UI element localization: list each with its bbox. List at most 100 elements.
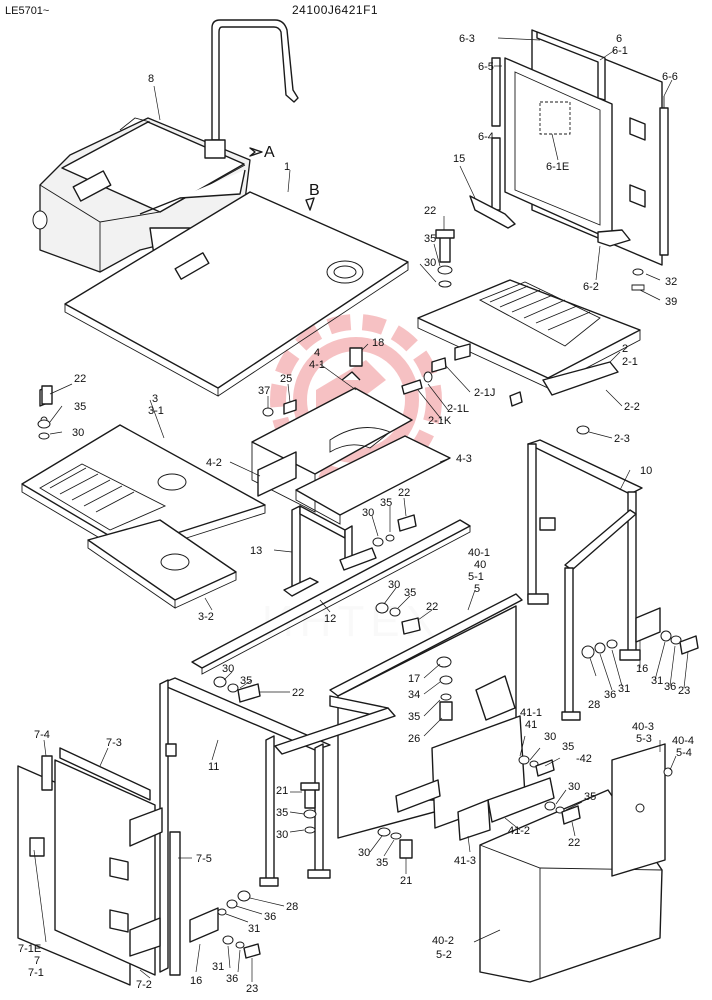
label: 30 bbox=[388, 579, 400, 591]
view-marker-a: A bbox=[264, 144, 275, 161]
label: 23 bbox=[678, 685, 690, 697]
label: 30 bbox=[424, 257, 436, 269]
label: 15 bbox=[453, 153, 465, 165]
label: 7 bbox=[34, 955, 40, 967]
part-4-frame bbox=[251, 347, 451, 525]
label: 35 bbox=[408, 711, 420, 723]
label: 23 bbox=[246, 983, 258, 995]
label: 22 bbox=[292, 687, 304, 699]
label: 40-2 bbox=[432, 935, 454, 947]
label: 36 bbox=[604, 689, 616, 701]
label: 2-2 bbox=[624, 401, 640, 413]
label: 35 bbox=[240, 675, 252, 687]
label: 40-4 bbox=[672, 735, 694, 747]
label: 34 bbox=[408, 689, 420, 701]
label: 36 bbox=[226, 973, 238, 985]
label: 28 bbox=[286, 901, 298, 913]
label: 6-1E bbox=[546, 161, 569, 173]
view-marker-b: B bbox=[309, 182, 320, 199]
label: 41-2 bbox=[508, 825, 530, 837]
label: 7-1 bbox=[28, 967, 44, 979]
label: 3-2 bbox=[198, 611, 214, 623]
label: 6-6 bbox=[662, 71, 678, 83]
label: 2-3 bbox=[614, 433, 630, 445]
label: 35 bbox=[404, 587, 416, 599]
leader-lines bbox=[33, 37, 689, 982]
label: 31 bbox=[212, 961, 224, 973]
label: 28 bbox=[588, 699, 600, 711]
label: 2-1L bbox=[447, 403, 469, 415]
fasteners bbox=[41, 229, 699, 959]
label: 16 bbox=[190, 975, 202, 987]
label: 31 bbox=[651, 675, 663, 687]
label: 31 bbox=[618, 683, 630, 695]
label: 1 bbox=[284, 161, 290, 173]
part-41-bracket bbox=[395, 715, 555, 841]
label: 16 bbox=[636, 663, 648, 675]
label: 35 bbox=[376, 857, 388, 869]
label: 5-2 bbox=[436, 949, 452, 961]
label: 7-5 bbox=[196, 853, 212, 865]
label: 5-1 bbox=[468, 571, 484, 583]
label: 22 bbox=[398, 487, 410, 499]
label: 40 bbox=[474, 559, 486, 571]
label: 6-5 bbox=[478, 61, 494, 73]
label: 41-3 bbox=[454, 855, 476, 867]
label: 40-3 bbox=[632, 721, 654, 733]
label: 8 bbox=[148, 73, 154, 85]
label: 11 bbox=[208, 761, 219, 773]
label: 41 bbox=[525, 719, 537, 731]
label: 35 bbox=[584, 791, 596, 803]
part-7-door bbox=[17, 747, 181, 986]
handle-bar bbox=[204, 19, 299, 159]
part-2-seat-plate bbox=[417, 279, 641, 435]
label: 26 bbox=[408, 733, 420, 745]
label: 30 bbox=[568, 781, 580, 793]
label: 2-1 bbox=[622, 356, 638, 368]
label: 18 bbox=[372, 337, 384, 349]
label: 22 bbox=[74, 373, 86, 385]
label: 35 bbox=[276, 807, 288, 819]
label: 30 bbox=[362, 507, 374, 519]
label: 22 bbox=[568, 837, 580, 849]
label: 37 bbox=[258, 385, 270, 397]
label: 3 bbox=[152, 393, 158, 405]
part-40-3-plate bbox=[611, 743, 666, 877]
label: 13 bbox=[250, 545, 262, 557]
label: 5-4 bbox=[676, 747, 692, 759]
label: 30 bbox=[72, 427, 84, 439]
label: 6-3 bbox=[459, 33, 475, 45]
label: 30 bbox=[544, 731, 556, 743]
label: 30 bbox=[222, 663, 234, 675]
part-12-crossbar bbox=[191, 519, 471, 675]
label: 31 bbox=[248, 923, 260, 935]
part-6-door bbox=[469, 29, 669, 291]
label: 22 bbox=[424, 205, 436, 217]
label: 25 bbox=[280, 373, 292, 385]
label: 3-1 bbox=[148, 405, 164, 417]
part-10-frame bbox=[527, 439, 643, 721]
label: 12 bbox=[324, 613, 336, 625]
label: -42 bbox=[576, 753, 592, 765]
label: 6-1 bbox=[612, 45, 628, 57]
model-code: LE5701~ bbox=[5, 5, 49, 17]
label: 35 bbox=[562, 741, 574, 753]
label: 2-1J bbox=[474, 387, 495, 399]
label: 40-1 bbox=[468, 547, 490, 559]
label: 4-2 bbox=[206, 457, 222, 469]
label: 35 bbox=[380, 497, 392, 509]
label: 6 bbox=[616, 33, 622, 45]
label: 21 bbox=[400, 875, 412, 887]
label: 22 bbox=[426, 601, 438, 613]
part-3-2-plate bbox=[87, 519, 237, 609]
part-labels: 6-3 6 6-1 6-5 6-6 6-4 6-1E 15 6-2 32 39 … bbox=[18, 33, 694, 995]
part-11-frame bbox=[159, 677, 396, 973]
label: 7-2 bbox=[136, 979, 152, 991]
label: 6-4 bbox=[478, 131, 494, 143]
label: 7-1E bbox=[18, 943, 41, 955]
label: 39 bbox=[665, 296, 677, 308]
label: 21 bbox=[276, 785, 288, 797]
part-16-hinge bbox=[189, 607, 661, 943]
label: 36 bbox=[664, 681, 676, 693]
